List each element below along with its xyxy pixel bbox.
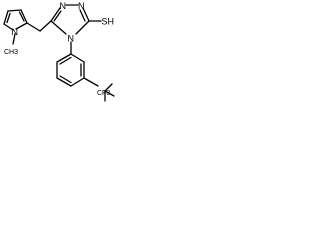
bond-n2t-c3t-inner	[79, 9, 86, 22]
bond-ph4-ph5	[56, 77, 72, 87]
bond-c3t-n4t	[75, 20, 90, 35]
bond-ph6-ph1-inner	[59, 56, 72, 65]
bond-c2-c3-inner	[18, 11, 25, 22]
bond-n1-c2	[15, 22, 28, 30]
bond-c5-n1	[3, 23, 14, 31]
triazole-ring	[50, 4, 90, 35]
bond-n2t-c3t	[82, 7, 90, 22]
pyrrole-ring	[3, 9, 28, 31]
bond-cf3-f2	[104, 90, 115, 97]
bond-c5-n1t-inner	[53, 10, 62, 22]
trifluoromethyl-label: CF3	[97, 90, 110, 97]
bond-c2-c3	[20, 9, 28, 24]
bond-ph4-ph5-inner	[59, 75, 72, 84]
bond-cf3-f1	[104, 83, 113, 92]
bond-n4t-c5	[50, 20, 67, 35]
bond-n-methyl	[12, 33, 16, 45]
bond-ch2-triazole	[39, 20, 52, 32]
bond-ph3-ph4	[70, 77, 85, 87]
bond-phenyl-cf3	[83, 77, 99, 87]
thiol-label: SH	[102, 17, 115, 27]
triazole-n2-label: N	[78, 1, 85, 11]
bond-ph1-ph2	[70, 53, 85, 63]
bond-c4-c5	[3, 10, 9, 25]
phenyl-ring	[56, 53, 85, 87]
bond-c5-n1t	[50, 7, 61, 22]
bond-ph6-ph1	[56, 53, 72, 63]
bond-c4-c5-inner	[6, 12, 11, 24]
structure-canvas: N CH3 N N N SH CF3	[0, 0, 145, 122]
triazole-n4-label: N	[68, 34, 75, 44]
bond-pyrrole-ch2	[26, 22, 41, 32]
bond-c3-c4	[7, 9, 22, 12]
molecule-diagram: N CH3 N N N SH CF3	[3, 1, 115, 102]
triazole-n1-label: N	[60, 1, 67, 11]
pyrrole-nitrogen-label: N	[12, 27, 19, 37]
methyl-label: CH3	[4, 49, 18, 56]
